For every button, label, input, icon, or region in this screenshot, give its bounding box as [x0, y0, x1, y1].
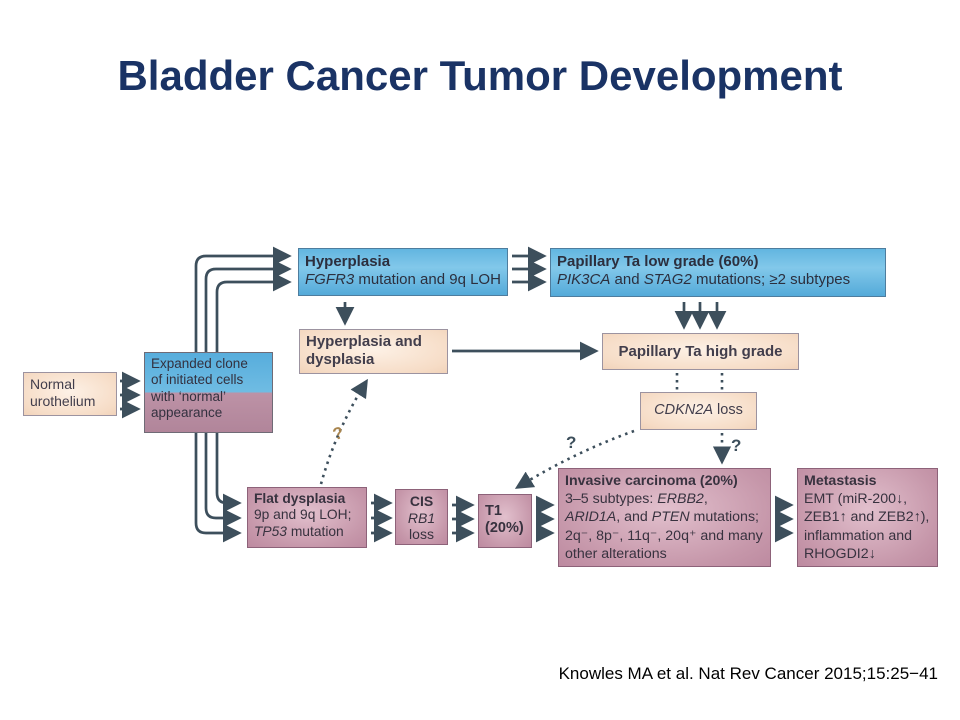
arrow-expanded-to-hyperplasia-3 — [215, 272, 292, 352]
dashed-cdkn2a-to-t1 — [514, 429, 635, 489]
dashed-flat-to-hypdys — [319, 378, 368, 485]
box-t1: T1(20%) — [478, 494, 532, 548]
citation: Knowles MA et al. Nat Rev Cancer 2015;15… — [558, 664, 938, 683]
arrow-expanded-to-flat-3 — [215, 433, 242, 513]
question-mark-cdkn2a-to-t1: ? — [566, 433, 577, 452]
arrow-expanded-to-hyperplasia-1 — [194, 246, 292, 352]
box-cdkn2a-loss: CDKN2A loss — [640, 392, 757, 430]
question-mark-cdkn2a-to-invasive: ? — [731, 436, 742, 455]
box-invasive-carcinoma: Invasive carcinoma (20%)3–5 subtypes: ER… — [558, 468, 771, 567]
arrow-expanded-to-hyperplasia-2 — [204, 259, 292, 352]
box-papillary-ta-low-grade: Papillary Ta low grade (60%)PIK3CA and S… — [550, 248, 886, 297]
box-papillary-ta-high-grade: Papillary Ta high grade — [602, 333, 799, 370]
arrow-expanded-to-flat-1 — [194, 433, 242, 543]
slide-title: Bladder Cancer Tumor Development — [117, 52, 843, 99]
arrow-expanded-to-flat-2 — [204, 433, 242, 528]
